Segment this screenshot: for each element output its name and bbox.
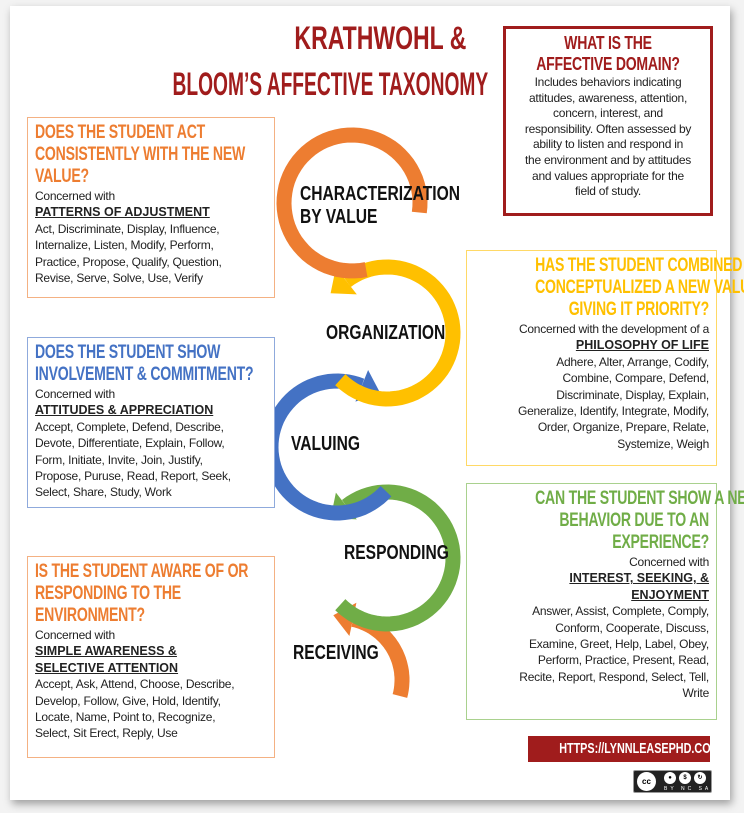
- responding-arc: [335, 484, 461, 632]
- organization-body: Concerned with the development of a PHIL…: [518, 322, 709, 451]
- nc-icon: $: [679, 772, 691, 784]
- responding-body: Concerned with INTEREST, SEEKING, & ENJO…: [519, 555, 709, 701]
- what-is-affective-domain-box: WHAT IS THE AFFECTIVE DOMAIN? Includes b…: [503, 26, 713, 216]
- by-icon: ●: [664, 772, 676, 784]
- stage-organization: ORGANIZATION: [326, 322, 446, 344]
- title-line-1: KRATHWOHL &: [294, 20, 466, 56]
- stage-valuing: VALUING: [291, 433, 361, 455]
- stage-responding: RESPONDING: [344, 542, 449, 564]
- stage-receiving: RECEIVING: [293, 642, 379, 664]
- cc-icon: cc: [637, 772, 656, 791]
- title-line-2: BLOOM’S AFFECTIVE TAXONOMY: [172, 66, 488, 102]
- sa-icon: ↻: [694, 772, 706, 784]
- organization-box: HAS THE STUDENT COMBINED ANDCONCEPTUALIZ…: [466, 250, 744, 466]
- organization-arc: [335, 259, 461, 407]
- what-is-heading: WHAT IS THE AFFECTIVE DOMAIN?: [536, 33, 680, 74]
- characterization-body: Concerned with PATTERNS OF ADJUSTMENT Ac…: [35, 189, 222, 286]
- creative-commons-badge: cc ● $ ↻ BY NC SA: [633, 770, 712, 793]
- license-labels: BY NC SA: [664, 786, 712, 792]
- characterization-arc: [276, 127, 428, 279]
- valuing-body: Concerned with ATTITUDES & APPRECIATION …: [35, 387, 231, 500]
- organization-question: HAS THE STUDENT COMBINED ANDCONCEPTUALIZ…: [535, 255, 744, 320]
- receiving-body: Concerned with SIMPLE AWARENESS & SELECT…: [35, 628, 235, 741]
- website-link[interactable]: HTTPS://LYNNLEASEPHD.COM: [528, 736, 720, 762]
